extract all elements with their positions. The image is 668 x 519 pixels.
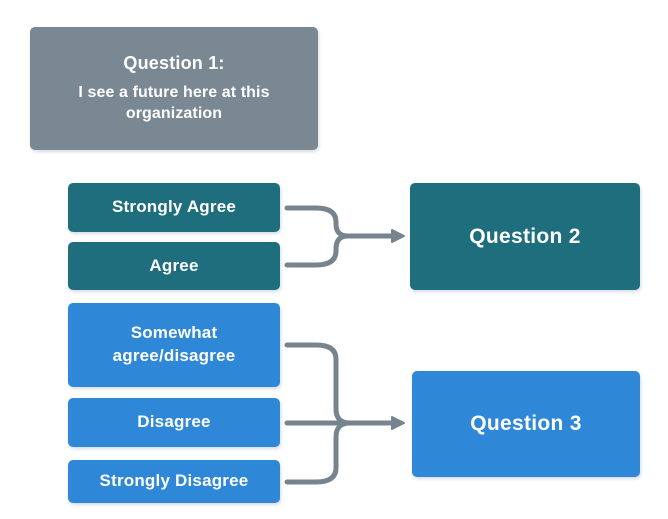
option-strongly-agree: Strongly Agree bbox=[68, 183, 280, 232]
arrow-right-icon bbox=[391, 416, 405, 430]
option-strongly-disagree: Strongly Disagree bbox=[68, 460, 280, 503]
question1-title: Question 1: bbox=[123, 52, 225, 73]
question2-node: Question 2 bbox=[410, 183, 640, 290]
merge-connector-question3 bbox=[284, 342, 405, 485]
question1-node: Question 1: I see a future here at this … bbox=[30, 27, 318, 150]
option-somewhat-agree-disagree: Somewhat agree/disagree bbox=[68, 303, 280, 387]
question3-node: Question 3 bbox=[412, 371, 640, 477]
option-agree: Agree bbox=[68, 242, 280, 290]
question1-subtitle: I see a future here at this organization bbox=[78, 83, 270, 122]
merge-connector-question2 bbox=[284, 205, 405, 268]
arrow-right-icon bbox=[391, 229, 405, 243]
option-disagree: Disagree bbox=[68, 398, 280, 447]
